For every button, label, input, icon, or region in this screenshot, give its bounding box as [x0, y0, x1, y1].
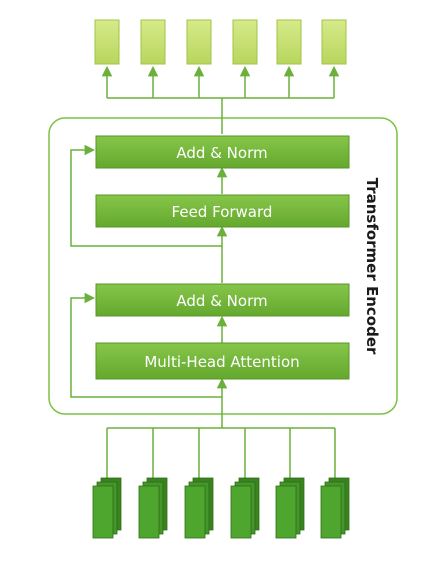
block-label-add-norm-bottom: Add & Norm: [176, 292, 267, 310]
input-token-stack-5: [275, 477, 305, 539]
input-token-stack-4: [230, 477, 260, 539]
encoder-frame: [48, 117, 398, 415]
input-token-stack-3: [184, 477, 214, 539]
block-label-multi-head-attention: Multi-Head Attention: [144, 353, 299, 371]
block-add-norm-bottom: Add & Norm: [95, 283, 350, 317]
input-connectors: [106, 427, 336, 478]
input-token-stacks: [92, 477, 350, 539]
input-token-layer-front: [320, 485, 342, 539]
residual-connection-top: [70, 144, 222, 247]
block-multi-head-attention: Multi-Head Attention: [95, 342, 350, 380]
input-token-layer-front: [230, 485, 252, 539]
encoder-title: Transformer Encoder: [363, 178, 381, 355]
output-token-1: [94, 19, 120, 65]
output-tokens: [94, 19, 347, 65]
input-token-stack-1: [92, 477, 122, 539]
output-token-2: [140, 19, 166, 65]
residual-connection-bottom: [70, 292, 222, 398]
output-token-6: [321, 19, 347, 65]
input-token-layer-front: [138, 485, 160, 539]
residual-connections: [70, 144, 222, 398]
input-token-stack-2: [138, 477, 168, 539]
output-token-3: [186, 19, 212, 65]
block-label-add-norm-top: Add & Norm: [176, 144, 267, 162]
output-token-4: [232, 19, 258, 65]
input-token-layer-front: [275, 485, 297, 539]
block-add-norm-top: Add & Norm: [95, 135, 350, 169]
input-token-stack-6: [320, 477, 350, 539]
input-token-layer-front: [184, 485, 206, 539]
block-label-feed-forward: Feed Forward: [172, 203, 273, 221]
input-token-layer-front: [92, 485, 114, 539]
output-token-5: [276, 19, 302, 65]
block-feed-forward: Feed Forward: [95, 194, 350, 228]
output-connectors: [101, 65, 340, 99]
